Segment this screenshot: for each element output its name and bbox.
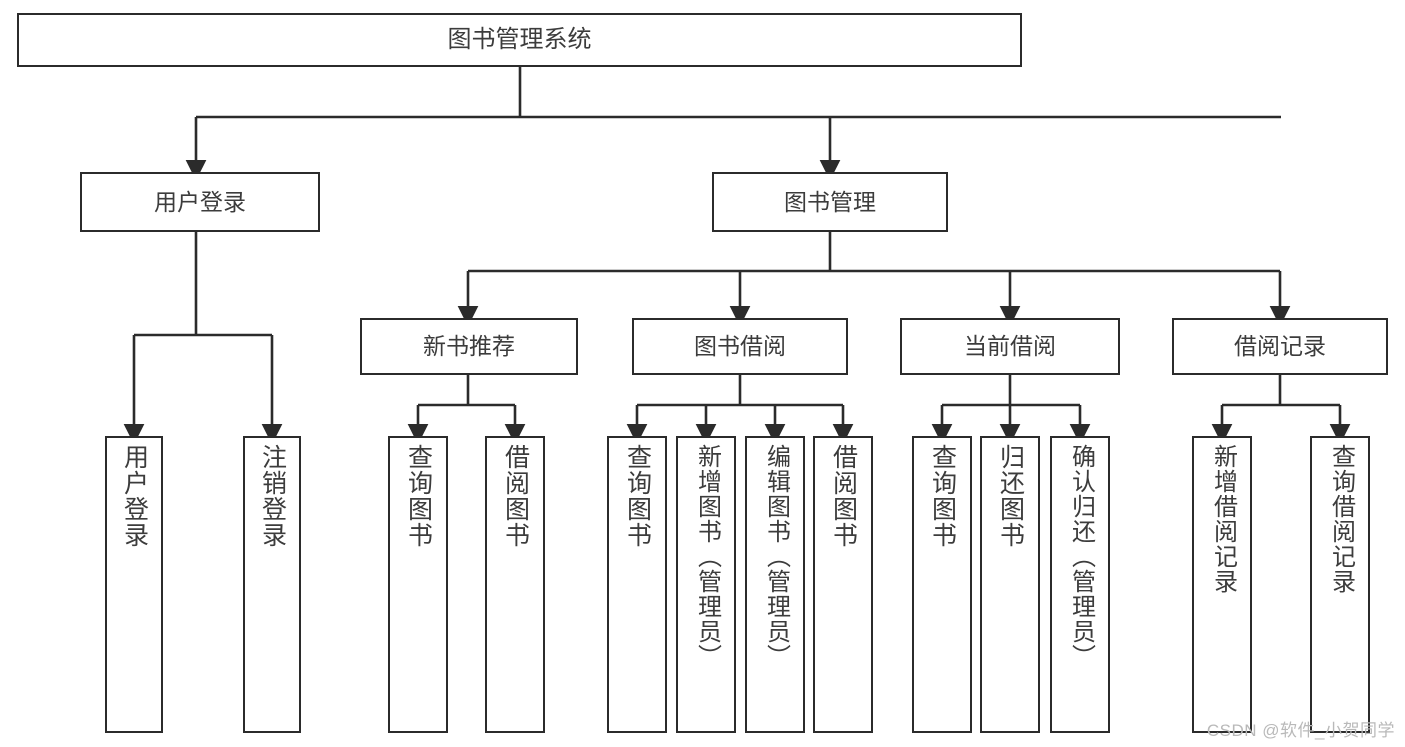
node-label: 图书借阅 bbox=[694, 333, 786, 360]
watermark-text: CSDN @软件_小贺同学 bbox=[1206, 721, 1395, 740]
leaf-borrow-book[interactable]: 借阅图书 bbox=[813, 436, 873, 733]
node-label: 当前借阅 bbox=[964, 333, 1056, 360]
leaf-add-borrow-record[interactable]: 新增借阅记录 bbox=[1192, 436, 1252, 733]
node-label: 查询图书 bbox=[404, 444, 433, 548]
leaf-query-book-recommend[interactable]: 查询图书 bbox=[388, 436, 448, 733]
leaf-return-book[interactable]: 归还图书 bbox=[980, 436, 1040, 733]
node-label: 借阅图书 bbox=[829, 444, 858, 548]
node-label: 编辑图书（管理员） bbox=[762, 444, 790, 669]
node-book-management[interactable]: 图书管理 bbox=[712, 172, 948, 232]
node-label: 借阅记录 bbox=[1234, 333, 1326, 360]
leaf-borrow-book-recommend[interactable]: 借阅图书 bbox=[485, 436, 545, 733]
node-label: 归还图书 bbox=[996, 444, 1025, 548]
node-label: 图书管理系统 bbox=[447, 26, 592, 53]
node-label: 查询借阅记录 bbox=[1327, 444, 1355, 594]
node-label: 查询图书 bbox=[623, 444, 652, 548]
leaf-query-book-borrow[interactable]: 查询图书 bbox=[607, 436, 667, 733]
node-book-borrow[interactable]: 图书借阅 bbox=[632, 318, 848, 375]
node-label: 新增借阅记录 bbox=[1209, 444, 1237, 594]
node-root-system[interactable]: 图书管理系统 bbox=[17, 13, 1022, 67]
node-user-login[interactable]: 用户登录 bbox=[80, 172, 320, 232]
leaf-edit-book-admin[interactable]: 编辑图书（管理员） bbox=[745, 436, 805, 733]
leaf-user-login[interactable]: 用户登录 bbox=[105, 436, 163, 733]
node-label: 查询图书 bbox=[928, 444, 957, 548]
leaf-query-borrow-record[interactable]: 查询借阅记录 bbox=[1310, 436, 1370, 733]
node-label: 图书管理 bbox=[784, 188, 876, 215]
leaf-query-book-current[interactable]: 查询图书 bbox=[912, 436, 972, 733]
node-label: 注销登录 bbox=[258, 444, 287, 548]
node-current-borrow[interactable]: 当前借阅 bbox=[900, 318, 1120, 375]
leaf-logout[interactable]: 注销登录 bbox=[243, 436, 301, 733]
node-label: 用户登录 bbox=[120, 444, 149, 548]
node-label: 新增图书（管理员） bbox=[693, 444, 721, 669]
node-label: 确认归还（管理员） bbox=[1067, 444, 1095, 669]
node-label: 借阅图书 bbox=[501, 444, 530, 548]
leaf-confirm-return-admin[interactable]: 确认归还（管理员） bbox=[1050, 436, 1110, 733]
leaf-add-book-admin[interactable]: 新增图书（管理员） bbox=[676, 436, 736, 733]
node-borrow-record[interactable]: 借阅记录 bbox=[1172, 318, 1388, 375]
node-label: 新书推荐 bbox=[423, 333, 515, 360]
node-label: 用户登录 bbox=[154, 188, 246, 215]
node-new-book-recommend[interactable]: 新书推荐 bbox=[360, 318, 578, 375]
